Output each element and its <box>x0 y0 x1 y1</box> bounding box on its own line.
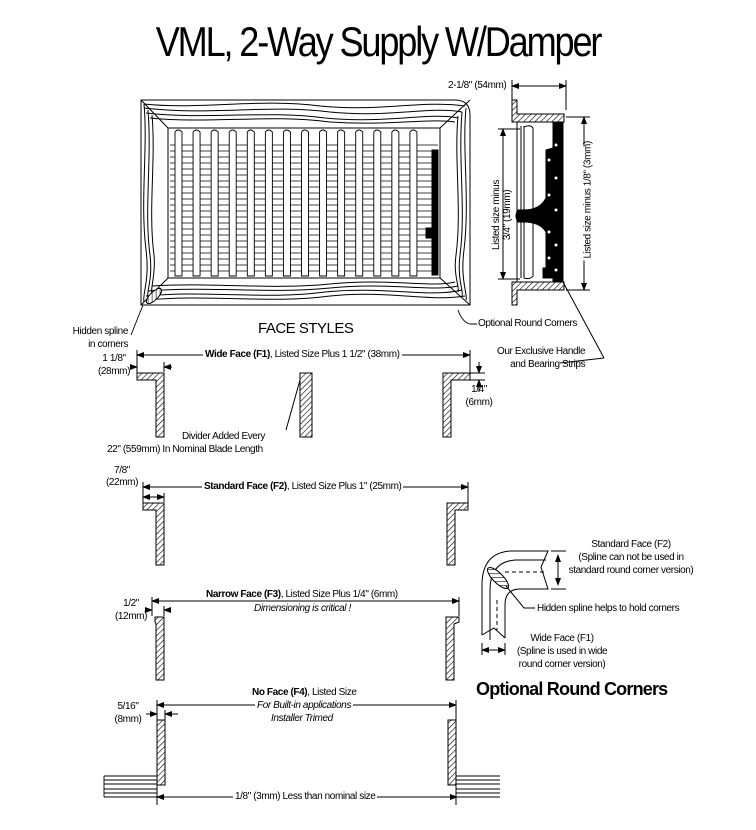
blade <box>246 129 255 277</box>
no-face-desc: , Listed Size <box>307 687 357 698</box>
rivet <box>554 243 558 247</box>
standard-flange-dim-line1: 7/8" <box>114 465 130 476</box>
blade <box>210 129 219 277</box>
wide-face-name: Wide Face (F1) <box>205 349 270 360</box>
no-face-label: No Face (F4), Listed Size <box>252 687 357 698</box>
blade <box>282 129 291 277</box>
wide-flange-dim: 1 1/8" (28mm) <box>94 352 134 378</box>
blade <box>228 129 237 277</box>
blade <box>174 129 183 277</box>
blade <box>409 129 418 277</box>
narrow-flange-dim: 1/2" (12mm) <box>112 597 150 623</box>
hidden-spline-line2: in corners <box>88 339 128 350</box>
round-corner-standard-note: Standard Face (F2) (Spline can not be us… <box>566 538 696 577</box>
standard-face-profile <box>142 482 469 566</box>
blade <box>192 129 201 277</box>
optional-round-corners-callout: Optional Round Corners <box>478 318 578 329</box>
side-left-dimension-line2: 3/4" (19mm) <box>502 189 513 241</box>
face-styles-heading: FACE STYLES <box>258 320 354 337</box>
blade <box>337 129 346 277</box>
blade <box>373 129 382 277</box>
side-left-dimension-line1: Listed size minus <box>491 180 502 250</box>
wide-face-label: Wide Face (F1), Listed Size Plus 1 1/2" … <box>203 349 402 360</box>
no-face-note1: For Built-in applications <box>255 700 353 711</box>
no-face-flange-dim-line2: (8mm) <box>114 714 142 725</box>
no-face-profile <box>103 700 500 805</box>
handle-bearing-callout: Our Exclusive Handle and Bearing Strips <box>497 345 586 371</box>
blade <box>301 129 309 277</box>
rivet <box>554 268 558 272</box>
blade <box>264 129 273 277</box>
round-standard-line3: standard round corner version) <box>568 565 694 576</box>
round-wide-line2: (Spline is used in wide <box>516 646 608 657</box>
hidden-spline-callout: Hidden spline in corners <box>70 325 129 351</box>
rivet <box>547 158 551 162</box>
hidden-spline-line1: Hidden spline <box>72 326 129 337</box>
standard-flange-dim-line2: (22mm) <box>105 477 139 488</box>
handle-line1: Our Exclusive Handle <box>497 346 586 357</box>
divider-note-line1: Divider Added Every <box>182 431 266 442</box>
wide-flange-dim-line1: 1 1/8" <box>102 353 126 364</box>
standard-face-name: Standard Face (F2) <box>204 481 287 492</box>
round-standard-line1: Standard Face (F2) <box>591 539 671 550</box>
rivet <box>554 143 558 147</box>
wide-lip-dim-line2: (6mm) <box>465 397 493 408</box>
no-face-note2: Installer Trimed <box>271 713 333 724</box>
no-face-flange-dim-line1: 5/16" <box>117 701 139 712</box>
rivet <box>547 256 551 260</box>
divider-note-line2: 22" (559mm) In Nominal Blade Length <box>107 444 263 455</box>
blade <box>391 129 400 277</box>
round-corner-detail <box>481 550 566 655</box>
narrow-face-name: Narrow Face (F3) <box>206 589 281 600</box>
rivet <box>554 208 558 212</box>
narrow-face-profile <box>145 597 460 681</box>
narrow-face-label: Narrow Face (F3), Listed Size Plus 1/4" … <box>204 589 400 600</box>
no-face-name: No Face (F4) <box>252 687 308 698</box>
standard-face-desc: , Listed Size Plus 1" (25mm) <box>286 481 402 492</box>
wide-flange-dim-line2: (28mm) <box>97 366 131 377</box>
wide-lip-dim-line1: 1/4" <box>471 384 487 395</box>
rivet <box>554 176 558 180</box>
handle-line2: and Bearing Strips <box>510 359 586 370</box>
register-front-view <box>140 99 471 306</box>
narrow-flange-dim-line1: 1/2" <box>123 598 139 609</box>
narrow-face-desc: , Listed Size Plus 1/4" (6mm) <box>280 589 398 600</box>
round-corner-wide-note: Wide Face (F1) (Spline is used in wide r… <box>512 632 612 671</box>
standard-face-label: Standard Face (F2), Listed Size Plus 1" … <box>202 481 404 492</box>
wide-lip-dim: 1/4" (6mm) <box>462 383 496 409</box>
narrow-face-note: Dimensioning is critical ! <box>254 603 351 614</box>
round-corner-spline-note: Hidden spline helps to hold corners <box>537 603 680 614</box>
register-side-view <box>498 80 605 364</box>
callout-leaders <box>130 304 477 336</box>
side-right-dimension: Listed size minus 1/8" (3mm) <box>582 141 594 261</box>
round-wide-line3: round corner version) <box>518 659 606 670</box>
round-corners-heading: Optional Round Corners <box>476 679 668 699</box>
wide-face-desc: , Listed Size Plus 1 1/2" (38mm) <box>269 349 400 360</box>
page-title: VML, 2-Way Supply W/Damper <box>155 18 603 65</box>
rivet <box>547 230 551 234</box>
blade <box>319 129 328 277</box>
wide-face-profile <box>130 350 485 438</box>
side-top-dimension: 2-1/8" (54mm) <box>448 80 507 91</box>
round-wide-line1: Wide Face (F1) <box>530 633 594 644</box>
side-left-dimension: Listed size minus 3/4" (19mm) <box>491 165 513 265</box>
no-face-flange-dim: 5/16" (8mm) <box>110 700 146 726</box>
blade <box>355 129 364 277</box>
rivet <box>547 193 551 197</box>
round-standard-line2: (Spline can not be used in <box>578 552 684 563</box>
standard-flange-dim: 7/8" (22mm) <box>104 465 140 489</box>
no-face-bottom-dim: 1/8" (3mm) Less than nominal size <box>233 791 378 802</box>
narrow-flange-dim-line2: (12mm) <box>114 611 148 622</box>
